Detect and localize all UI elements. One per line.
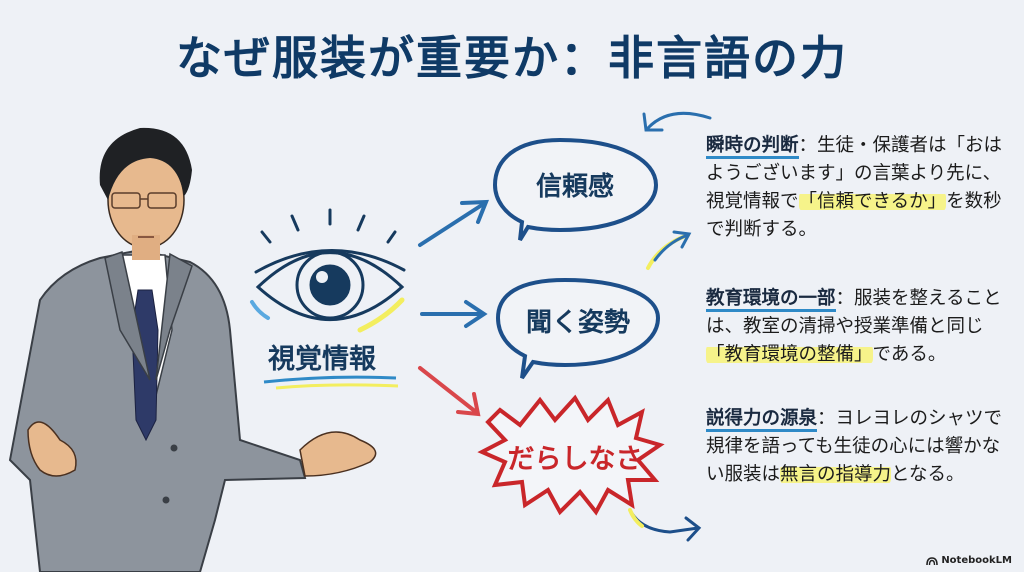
note-highlight: 「教育環境の整備」 xyxy=(706,344,873,365)
bubble-label-listening: 聞く姿勢 xyxy=(525,308,630,338)
curved-arrow-mid xyxy=(646,230,692,270)
bubble-label-trust: 信頼感 xyxy=(535,172,614,202)
brand-watermark: NotebookLM xyxy=(926,555,1012,566)
note-instant-judgment: 瞬時の判断：生徒・保護者は「おはようございます」の言葉より先に、視覚情報で「信頼… xyxy=(706,135,1003,240)
speech-bubble-trust xyxy=(492,137,659,242)
note-text: ヨレヨレのシャツで規律を語っても生徒の心には響かない服装は xyxy=(706,408,1003,485)
note-heading: 説得力の源泉 xyxy=(706,408,818,432)
note-text-end: となる。 xyxy=(891,464,965,485)
curved-arrow-bottom xyxy=(628,508,702,542)
note-heading: 教育環境の一部 xyxy=(706,288,836,312)
arrow-to-trust xyxy=(418,199,490,247)
notebooklm-logo-icon xyxy=(926,557,939,565)
arrow-to-listening xyxy=(420,300,488,328)
note-text-end: である。 xyxy=(872,344,947,365)
eye-icon xyxy=(250,208,406,333)
arrow-to-sloppiness xyxy=(418,366,481,417)
speech-bubble-listening xyxy=(495,277,661,380)
page-title: なぜ服装が重要か：非言語の力 xyxy=(176,31,848,85)
note-highlight: 「信頼できるか」 xyxy=(798,191,947,212)
note-text: 服装を整えることは、教室の清掃や授業準備と同じ xyxy=(706,288,1002,337)
curved-arrow-top xyxy=(642,111,712,132)
burst-label-sloppiness: だらしなさ xyxy=(507,444,643,475)
presenter-illustration xyxy=(8,127,377,572)
brand-label: NotebookLM xyxy=(941,555,1012,566)
note-text-end: を数秒で判断する。 xyxy=(706,191,1002,240)
burst-sloppiness xyxy=(477,394,665,516)
note-highlight: 無言の指導力 xyxy=(780,464,892,485)
note-educational-environment: 教育環境の一部：服装を整えることは、教室の清掃や授業準備と同じ「教育環境の整備」… xyxy=(706,288,1002,365)
note-text: 生徒・保護者は「おはようございます」の言葉より先に、視覚情報で xyxy=(706,135,1003,212)
note-source-of-persuasion: 説得力の源泉：ヨレヨレのシャツで規律を語っても生徒の心には響かない服装は無言の指… xyxy=(706,408,1003,485)
note-heading: 瞬時の判断 xyxy=(706,135,799,159)
eye-label: 視覚情報 xyxy=(268,344,376,375)
